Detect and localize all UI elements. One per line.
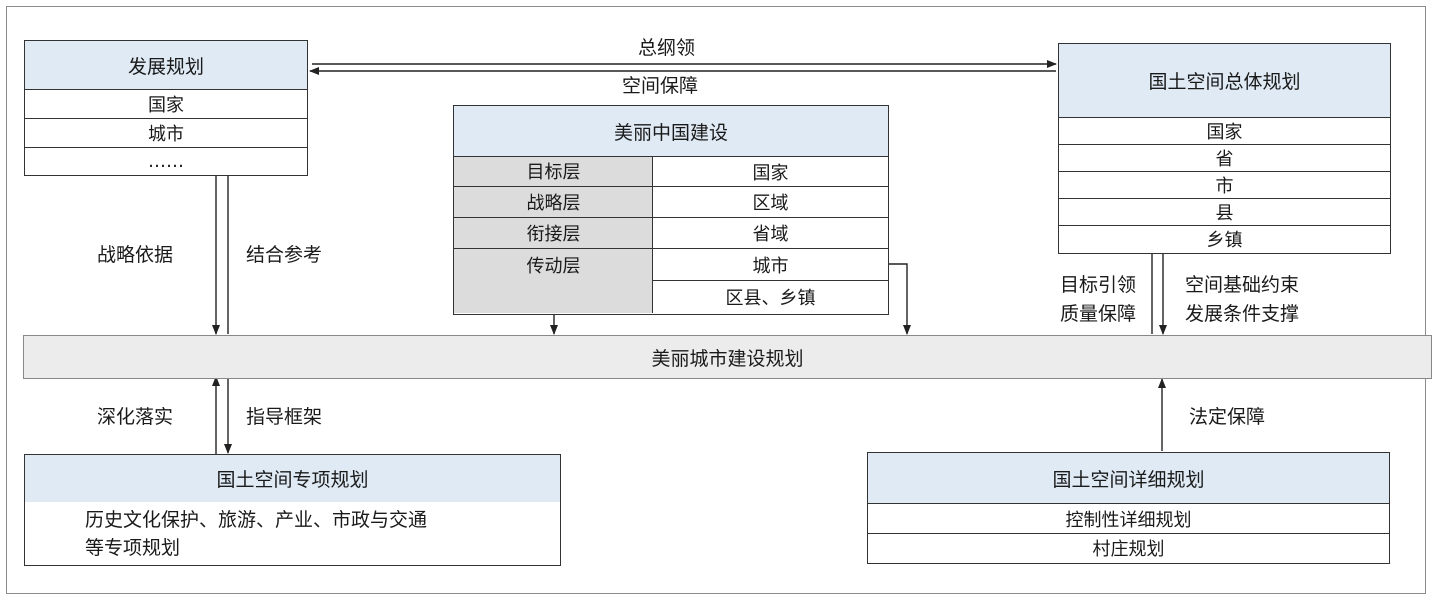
master-plan-row-city: 市 (1059, 171, 1390, 198)
scope-city: 城市 (653, 249, 888, 281)
layer-goal: 目标层 (454, 156, 653, 187)
development-plan-row-city: 城市 (25, 118, 307, 147)
detailed-plan-row-regulatory: 控制性详细规划 (868, 503, 1389, 533)
development-plan-row-country: 国家 (25, 89, 307, 118)
development-plan-box: 发展规划 国家 城市 …… (24, 40, 308, 176)
scope-region: 区域 (653, 187, 888, 218)
label-quality-guarantee: 质量保障 (1060, 303, 1137, 325)
beautiful-china-title: 美丽中国建设 (454, 106, 888, 156)
special-plan-body: 历史文化保护、旅游、产业、市政与交通 等专项规划 (25, 502, 560, 562)
special-plan-body-line1: 历史文化保护、旅游、产业、市政与交通 (85, 509, 428, 531)
layer-transmission: 传动层 (526, 256, 581, 277)
master-plan-row-province: 省 (1059, 144, 1390, 171)
label-development-support: 发展条件支撑 (1185, 303, 1300, 325)
label-combined-reference: 结合参考 (246, 244, 323, 266)
label-deepen-implement: 深化落实 (97, 406, 174, 428)
detailed-plan-box: 国土空间详细规划 控制性详细规划 村庄规划 (867, 452, 1390, 564)
layer-link: 衔接层 (454, 218, 653, 249)
detailed-plan-row-village: 村庄规划 (868, 533, 1389, 562)
master-plan-row-county: 县 (1059, 198, 1390, 225)
territorial-master-plan-box: 国土空间总体规划 国家 省 市 县 乡镇 (1058, 43, 1391, 254)
beautiful-china-box: 美丽中国建设 目标层 战略层 衔接层 传动层 国家 区域 省域 城市 区县、乡镇 (453, 105, 889, 315)
beautiful-city-plan-title: 美丽城市建设规划 (651, 347, 804, 370)
diagram-frame (6, 6, 1426, 594)
layer-strategy: 战略层 (454, 187, 653, 218)
special-plan-body-line2: 等专项规划 (85, 537, 181, 559)
development-plan-row-more: …… (25, 147, 307, 174)
label-guide-framework: 指导框架 (246, 406, 323, 428)
beautiful-city-plan-bar: 美丽城市建设规划 (23, 335, 1432, 379)
scope-province: 省域 (653, 218, 888, 249)
development-plan-title: 发展规划 (25, 41, 307, 89)
label-top-left: 空间保障 (622, 75, 699, 97)
label-strategic-basis: 战略依据 (97, 244, 174, 266)
label-top-right: 总纲领 (638, 37, 696, 59)
detailed-plan-title: 国土空间详细规划 (868, 453, 1389, 503)
master-plan-row-country: 国家 (1059, 117, 1390, 144)
scope-county-township: 区县、乡镇 (725, 288, 816, 309)
layer-column (454, 156, 653, 313)
label-goal-lead: 目标引领 (1060, 274, 1137, 296)
territorial-master-plan-title: 国土空间总体规划 (1059, 44, 1390, 117)
scope-country: 国家 (653, 156, 888, 187)
special-plan-box: 国土空间专项规划 历史文化保护、旅游、产业、市政与交通 等专项规划 (24, 454, 561, 566)
master-plan-row-township: 乡镇 (1059, 225, 1390, 252)
label-legal-guarantee: 法定保障 (1189, 406, 1266, 428)
label-spatial-constraint: 空间基础约束 (1185, 274, 1300, 296)
special-plan-title: 国土空间专项规划 (25, 455, 560, 502)
